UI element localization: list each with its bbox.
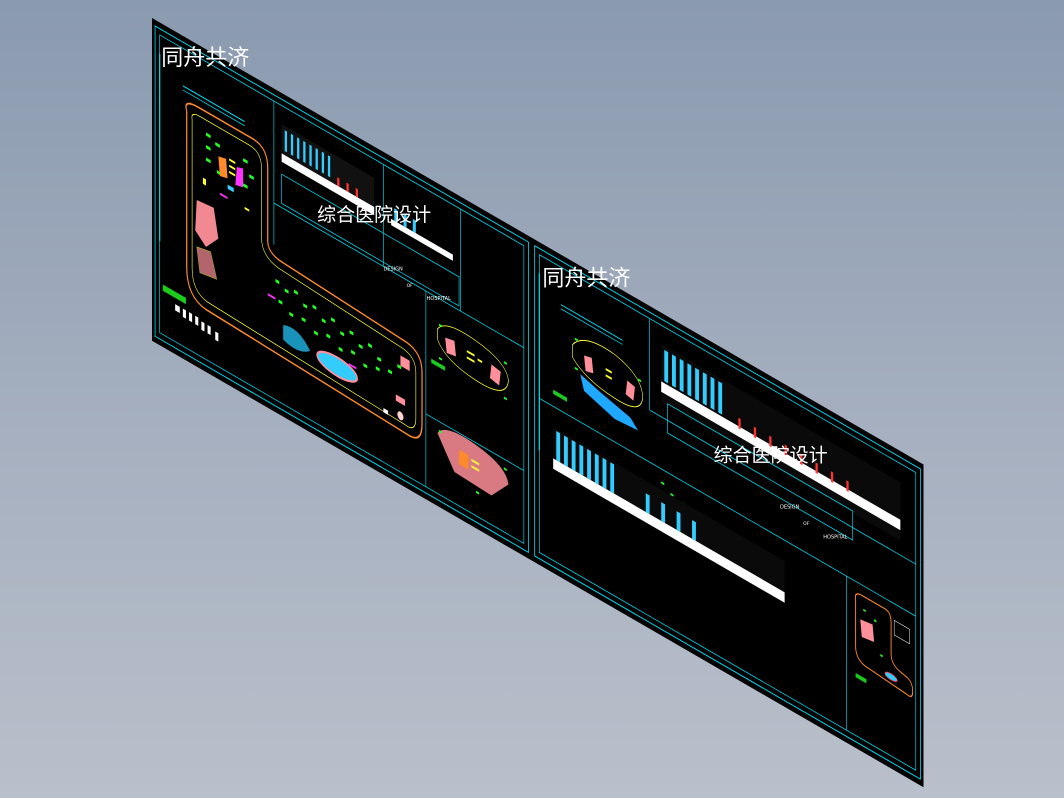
site-water <box>316 350 358 383</box>
right-elevation-bottom <box>553 427 785 603</box>
left-subtitle-design: DESIGN <box>383 267 403 273</box>
blue-wing <box>580 374 639 431</box>
right-outer-frame <box>534 244 921 780</box>
sheet-background <box>152 18 924 788</box>
sheet-left: 同舟共济 <box>154 25 529 554</box>
right-small-site-plan <box>854 593 914 698</box>
right-floor-plan <box>553 337 718 539</box>
right-subtitle-of: OF <box>803 521 810 527</box>
right-title-block: 综合医院设计 DESIGN OF HOSPITAL <box>667 403 853 541</box>
left-project-title: 综合医院设计 <box>317 204 431 226</box>
left-detail-plan-1 <box>431 323 509 401</box>
drawing-sheet: 同舟共济 <box>152 18 924 788</box>
left-detail-plan-2 <box>437 429 509 496</box>
left-elevation <box>281 124 453 261</box>
right-subtitle-hospital: HOSPITAL <box>823 535 847 541</box>
left-title-block: 综合医院设计 DESIGN OF HOSPITAL <box>281 173 460 307</box>
left-logo: 同舟共济 <box>161 46 249 71</box>
right-project-title: 综合医院设计 <box>714 445 828 467</box>
left-subtitle-of: OF <box>407 283 414 289</box>
site-pink-wing <box>195 200 219 248</box>
left-outer-frame <box>154 25 529 554</box>
site-yellow-marks <box>202 158 250 212</box>
site-road-outline <box>185 102 423 439</box>
right-elevation-top <box>661 343 901 541</box>
left-site-plan <box>162 102 423 439</box>
sheet-right: 同舟共济 <box>534 244 921 780</box>
left-logo-text: 同舟共济 <box>161 46 249 71</box>
right-logo-text: 同舟共济 <box>542 267 630 292</box>
left-subtitle-hospital: HOSPITAL <box>427 296 451 302</box>
right-subtitle-design: DESIGN <box>780 504 800 510</box>
